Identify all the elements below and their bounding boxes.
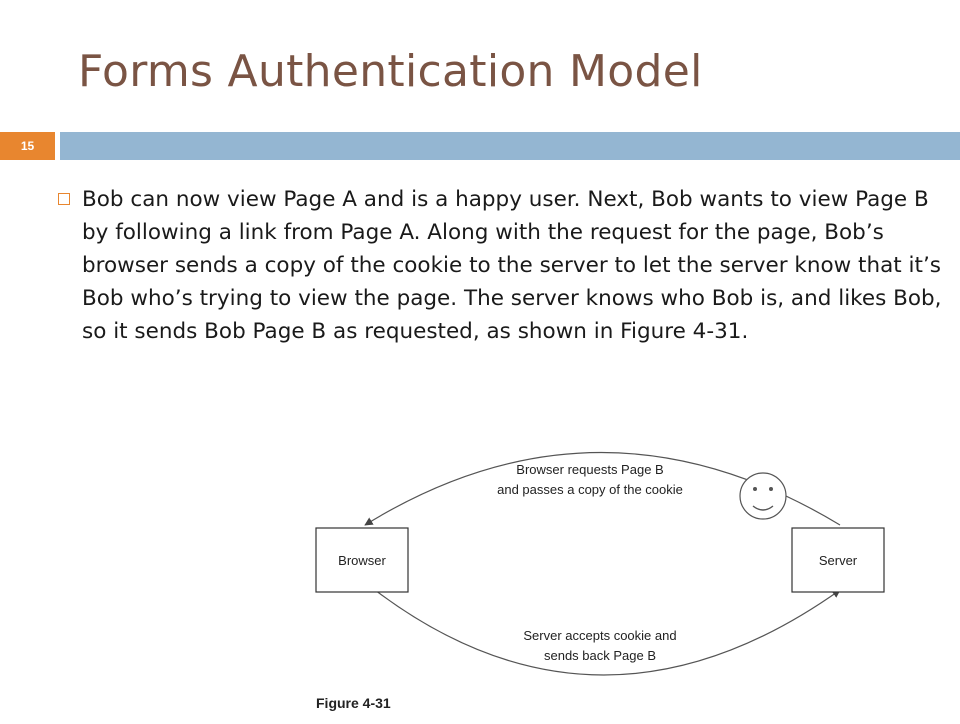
smiley-face-icon: [739, 472, 787, 520]
bottom-label-line2: sends back Page B: [544, 648, 656, 663]
top-label-line1: Browser requests Page B: [516, 462, 663, 477]
header-bar: [60, 132, 960, 160]
server-label: Server: [819, 553, 858, 568]
bottom-arrow-arc: [374, 589, 841, 676]
top-label-line2: and passes a copy of the cookie: [497, 482, 683, 497]
flow-diagram: Browser Server Browser requests Page B a…: [315, 451, 885, 676]
figure-diagram: Browser Server Browser requests Page B a…: [300, 430, 920, 720]
slide-title: Forms Authentication Model: [78, 46, 703, 97]
figure-caption: Figure 4-31: [316, 695, 391, 711]
bullet-text: Bob can now view Page A and is a happy u…: [82, 187, 942, 344]
server-box: [791, 527, 885, 593]
slide-number: 15: [20, 139, 35, 153]
square-bullet-icon: [58, 193, 70, 205]
slide-number-badge: [0, 132, 55, 160]
browser-box: [315, 527, 409, 593]
bottom-label-line1: Server accepts cookie and: [523, 628, 676, 643]
browser-label: Browser: [338, 553, 386, 568]
